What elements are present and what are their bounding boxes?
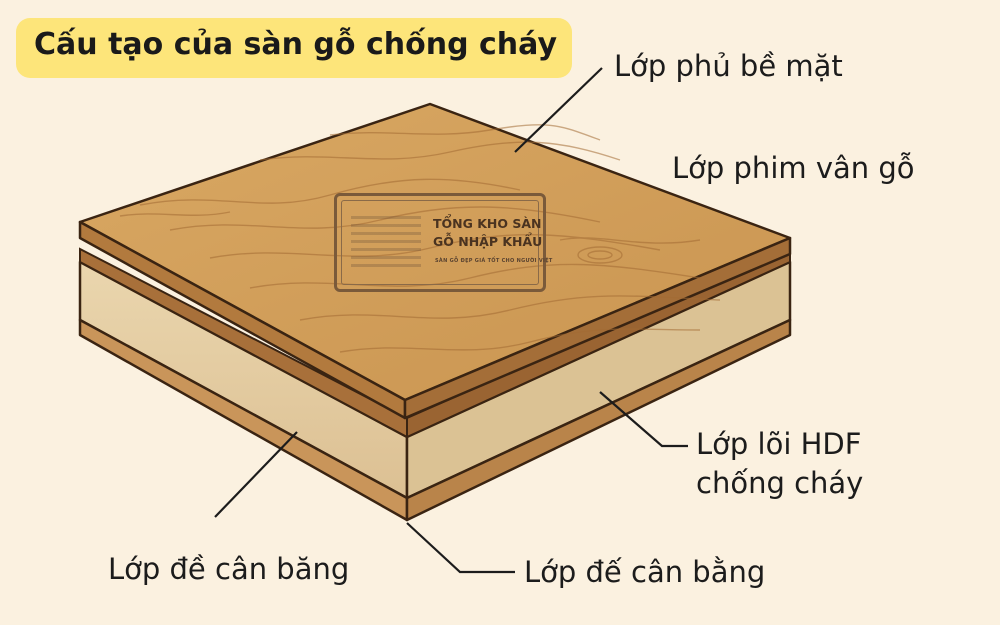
stamp-line-3: SÀN GỖ ĐẸP GIÁ TỐT CHO NGƯỜI VIỆT [435,258,553,264]
wood-grain [119,124,721,353]
label-core-line-1: Lớp lõi HDF [696,427,862,461]
stamp-line-2: GỖ NHẬP KHẨU [433,234,543,249]
top-plank [78,102,792,420]
leader-balance-right [406,522,515,574]
diagram-title: Cấu tạo của sàn gỗ chống cháy [34,27,558,62]
leader-balance-left [214,431,298,518]
balance-layer-right [405,318,792,522]
leader-core [599,391,688,448]
watermark-stamp: TỔNG KHO SÀN GỖ NHẬP KHẨU SÀN GỖ ĐẸP GIÁ… [334,193,552,292]
leader-surface [514,67,603,153]
stamp-line-1: TỔNG KHO SÀN [433,216,542,231]
stamp-lines-icon [351,216,421,272]
stamp-inner-border [341,200,539,285]
label-balance-left: Lớp đề cân băng [108,552,350,586]
title-highlight [16,18,572,78]
leader-lines [214,67,688,574]
label-core-line-2: chống cháy [696,466,864,500]
label-film-layer: Lớp phim vân gỗ [672,151,915,185]
label-surface-layer: Lớp phủ bề mặt [614,49,843,83]
label-balance-right: Lớp đế cân bằng [524,555,766,589]
top-right-edge [403,236,792,420]
